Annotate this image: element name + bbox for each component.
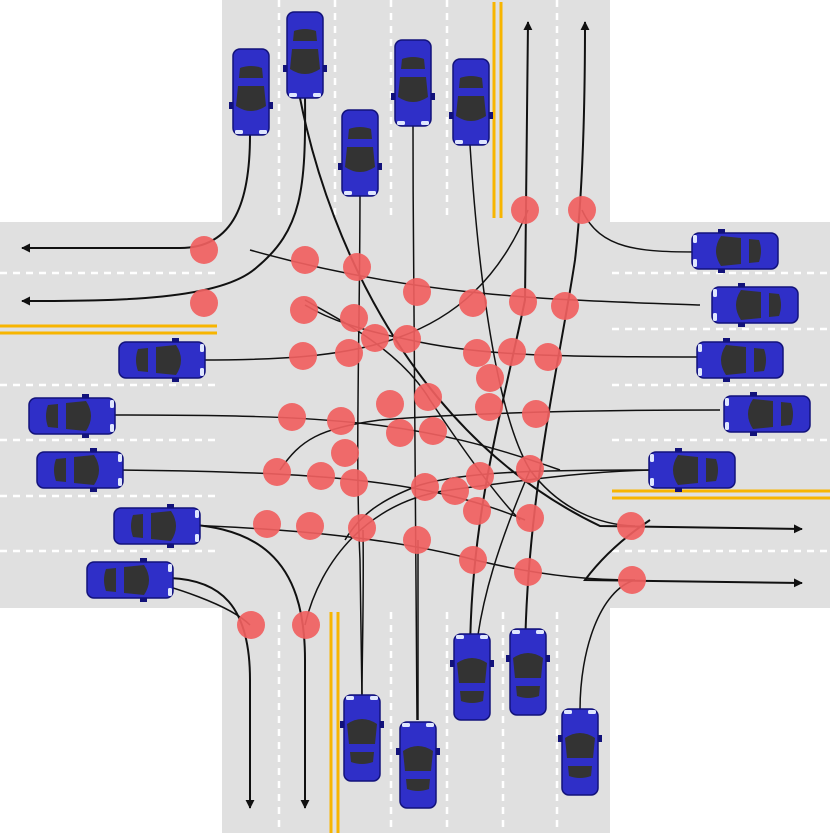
car-icon xyxy=(396,721,440,809)
car-icon xyxy=(723,392,811,436)
conflict-point-icon xyxy=(463,497,491,525)
conflict-point-icon xyxy=(534,343,562,371)
conflict-point-icon xyxy=(263,458,291,486)
conflict-point-icon xyxy=(331,439,359,467)
conflict-point-icon xyxy=(403,526,431,554)
path-line xyxy=(361,529,365,701)
path-line xyxy=(344,469,661,541)
car-icon xyxy=(691,229,779,273)
car-icon xyxy=(229,48,273,136)
conflict-point-icon xyxy=(340,469,368,497)
path-line xyxy=(469,144,636,527)
conflict-point-icon xyxy=(498,338,526,366)
car-icon xyxy=(86,558,174,602)
car-icon xyxy=(391,39,435,127)
conflict-point-icon xyxy=(509,288,537,316)
path-line xyxy=(249,249,701,306)
conflict-point-icon xyxy=(568,196,596,224)
car-icon xyxy=(648,448,736,492)
conflict-point-icon xyxy=(348,514,376,542)
conflict-point-icon xyxy=(516,504,544,532)
conflict-point-icon xyxy=(253,510,281,538)
conflict-point-icon xyxy=(514,558,542,586)
conflict-point-icon xyxy=(296,512,324,540)
conflict-point-icon xyxy=(335,339,363,367)
path-arrow xyxy=(21,134,251,253)
conflict-point-icon xyxy=(361,324,389,352)
conflict-point-icon xyxy=(516,455,544,483)
conflict-point-icon xyxy=(343,253,371,281)
conflict-point-icon xyxy=(190,289,218,317)
conflict-point-icon xyxy=(393,325,421,353)
conflict-point-icon xyxy=(290,296,318,324)
car-icon xyxy=(450,633,494,721)
conflict-point-icon xyxy=(411,473,439,501)
conflict-points xyxy=(190,196,646,639)
conflict-point-icon xyxy=(278,403,306,431)
conflict-point-icon xyxy=(617,512,645,540)
vehicles xyxy=(28,11,811,809)
conflict-point-icon xyxy=(466,462,494,490)
conflict-point-icon xyxy=(441,477,469,505)
conflict-point-icon xyxy=(292,611,320,639)
path-line xyxy=(412,124,418,721)
car-icon xyxy=(449,58,493,146)
path-line xyxy=(304,304,701,358)
conflict-point-icon xyxy=(291,246,319,274)
conflict-point-icon xyxy=(618,566,646,594)
path-line xyxy=(114,414,561,471)
conflict-point-icon xyxy=(551,292,579,320)
conflict-point-icon xyxy=(403,278,431,306)
conflict-point-icon xyxy=(237,611,265,639)
car-icon xyxy=(113,504,201,548)
path-arrow xyxy=(469,21,533,661)
conflict-point-icon xyxy=(289,342,317,370)
conflict-point-icon xyxy=(459,289,487,317)
car-icon xyxy=(506,628,550,716)
path-arrow xyxy=(21,94,307,306)
conflict-point-icon xyxy=(376,390,404,418)
car-icon xyxy=(696,338,784,382)
car-icon xyxy=(283,11,327,99)
conflict-point-icon xyxy=(511,196,539,224)
conflict-point-icon xyxy=(419,417,447,445)
car-icon xyxy=(118,338,206,382)
conflict-point-icon xyxy=(340,304,368,332)
conflict-point-icon xyxy=(307,462,335,490)
conflict-point-icon xyxy=(190,236,218,264)
car-icon xyxy=(558,708,602,796)
conflict-point-icon xyxy=(386,419,414,447)
conflict-point-icon xyxy=(475,393,503,421)
car-icon xyxy=(340,694,384,782)
conflict-point-icon xyxy=(459,546,487,574)
car-icon xyxy=(28,394,116,438)
conflict-point-icon xyxy=(463,339,491,367)
car-icon xyxy=(36,448,124,492)
car-icon xyxy=(338,109,382,197)
conflict-point-icon xyxy=(327,407,355,435)
conflict-point-icon xyxy=(522,400,550,428)
conflict-point-icon xyxy=(414,383,442,411)
car-icon xyxy=(711,283,799,327)
path-line xyxy=(279,409,721,471)
path-arrow xyxy=(169,577,255,809)
conflict-point-icon xyxy=(476,364,504,392)
